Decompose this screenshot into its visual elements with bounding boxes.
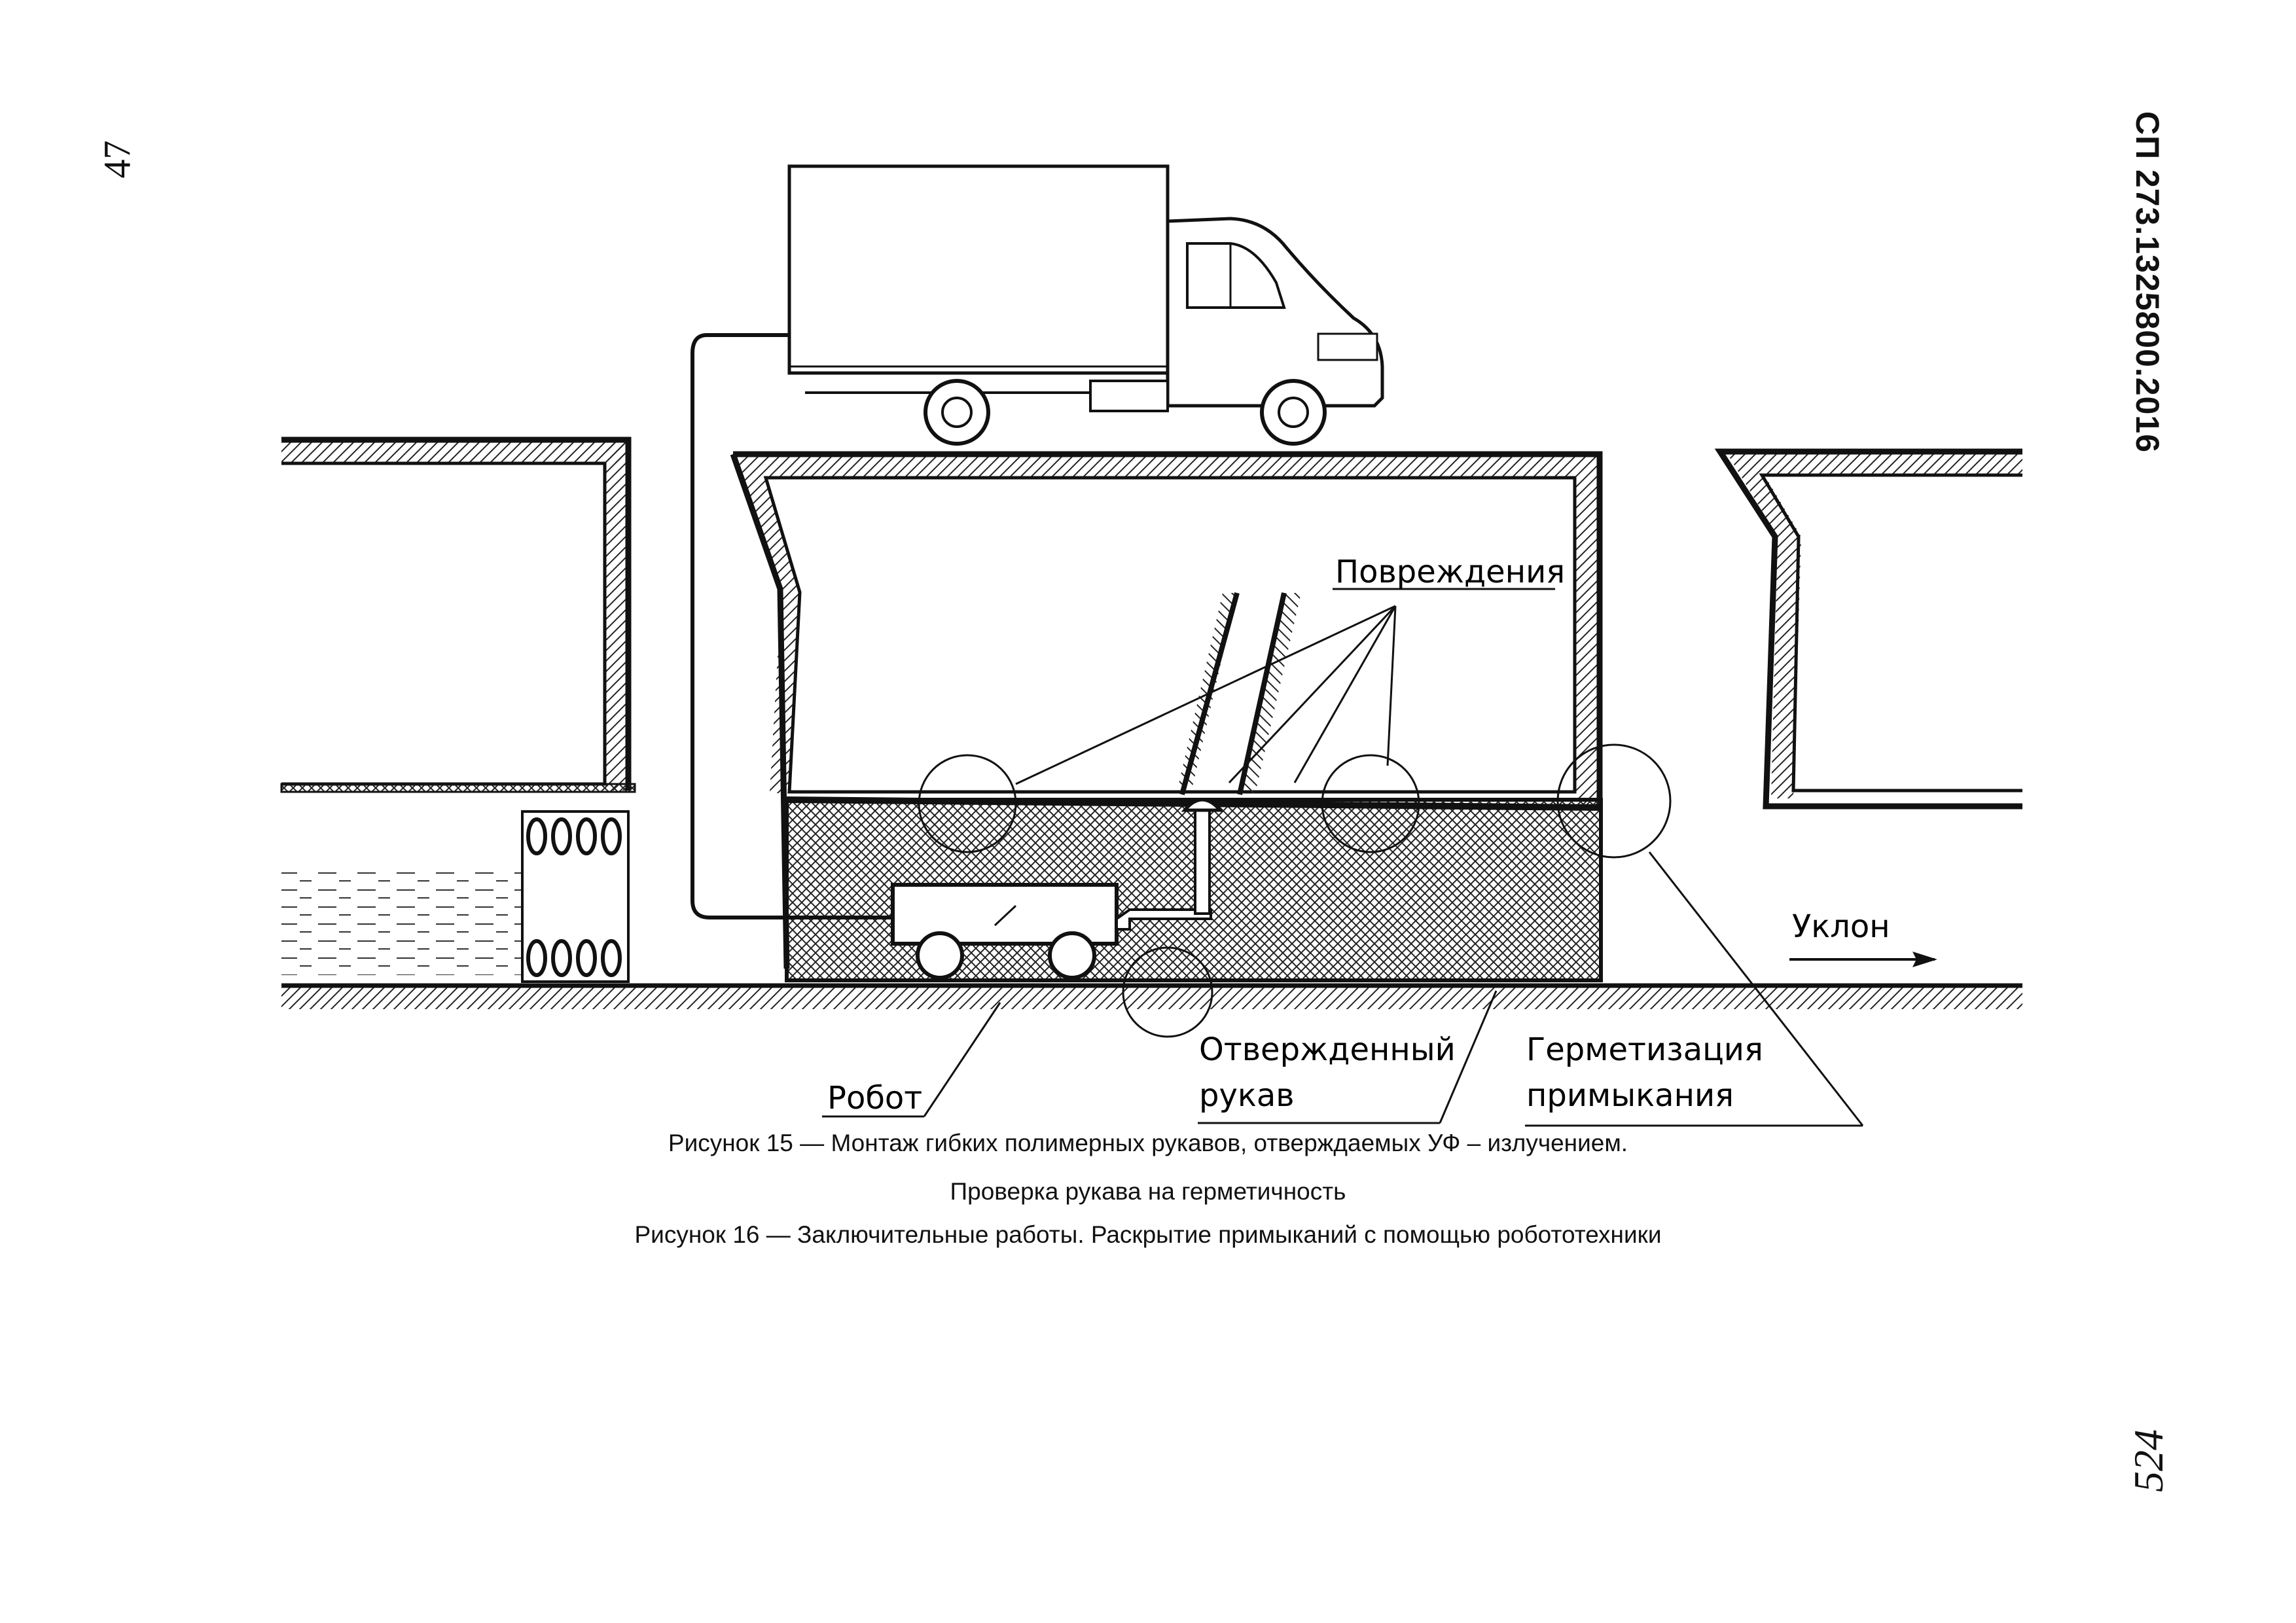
- robot-cutter-shaft: [1194, 808, 1211, 915]
- label-cured-sleeve-2: рукав: [1199, 1077, 1295, 1114]
- umbilical-cable: [691, 333, 893, 919]
- slope-arrow-head: [1912, 952, 1937, 967]
- callout-circles: [918, 743, 1672, 1038]
- plug-rings-bottom: [526, 939, 622, 977]
- robot: [891, 798, 1224, 980]
- right-pipe: [1714, 448, 2022, 810]
- label-sealing-2: примыкания: [1526, 1077, 1734, 1114]
- figure-16-caption: Рисунок 16 — Заключительные работы. Раск…: [634, 1221, 1662, 1248]
- figure-15-caption: Рисунок 15 — Монтаж гибких полимерных ру…: [668, 1130, 1628, 1156]
- left-pipe-inner: [281, 461, 607, 786]
- robot-leader: [923, 1002, 1001, 1117]
- sleeve-leader: [1439, 990, 1498, 1124]
- robot-mark: [994, 904, 1017, 927]
- slope-arrow: [1789, 952, 1937, 967]
- sealing-circle: [1556, 743, 1672, 859]
- truck-window: [1186, 242, 1286, 309]
- damage-leader-2: [1228, 605, 1397, 784]
- plug-rings-top: [526, 817, 622, 855]
- figure-15-subcaption: Проверка рукава на герметичность: [950, 1178, 1346, 1205]
- left-pipe-floor: [280, 783, 636, 793]
- center-inner-outline: [763, 476, 1577, 794]
- robot-wheel-right: [1048, 931, 1096, 980]
- center-pipe-section: [730, 451, 1603, 982]
- label-sealing-1: Герметизация: [1526, 1031, 1763, 1068]
- truck-front-hub: [1278, 397, 1309, 428]
- left-pipe-top-soil: [281, 440, 628, 463]
- sealing-leader: [1648, 851, 1864, 1126]
- leader-lines: [822, 588, 1864, 1127]
- center-outline: [733, 451, 1603, 806]
- water-area: [281, 865, 524, 975]
- label-robot: Робот: [827, 1080, 922, 1116]
- right-pipe-outline: [1714, 448, 2022, 810]
- plug-barrier: [521, 810, 630, 983]
- truck: [787, 164, 1384, 446]
- damage-leader-1: [1015, 605, 1396, 785]
- robot-wheel-left: [916, 931, 964, 980]
- label-damages: Повреждения: [1335, 554, 1565, 590]
- lateral-wall-right: [1237, 592, 1287, 795]
- robot-cutter-head: [1181, 798, 1224, 812]
- left-pipe-outline: [281, 437, 632, 791]
- truck-headlight: [1317, 332, 1378, 361]
- truck-rear-hub: [941, 397, 973, 428]
- left-pipe-wall-soil: [606, 440, 628, 791]
- damage-circle-1: [918, 754, 1017, 853]
- label-cured-sleeve-1: Отвержденный: [1199, 1031, 1456, 1068]
- label-slope: Уклон: [1792, 908, 1890, 945]
- lateral-soil-right: [1238, 593, 1301, 793]
- damage-circle-2: [1321, 754, 1420, 853]
- center-left-wall: [730, 453, 790, 969]
- left-pipe: [280, 437, 636, 983]
- truck-fuel-tank: [1089, 380, 1169, 412]
- ground-soil: [281, 987, 2022, 1009]
- damage-leader-3: [1293, 605, 1397, 783]
- ground: [281, 983, 2022, 1009]
- center-soil: [732, 454, 1598, 805]
- right-pipe-inner: [1759, 473, 2022, 793]
- truck-box: [787, 164, 1170, 375]
- damage-leader-4: [1386, 605, 1397, 766]
- cured-sleeve-circle: [1122, 946, 1213, 1038]
